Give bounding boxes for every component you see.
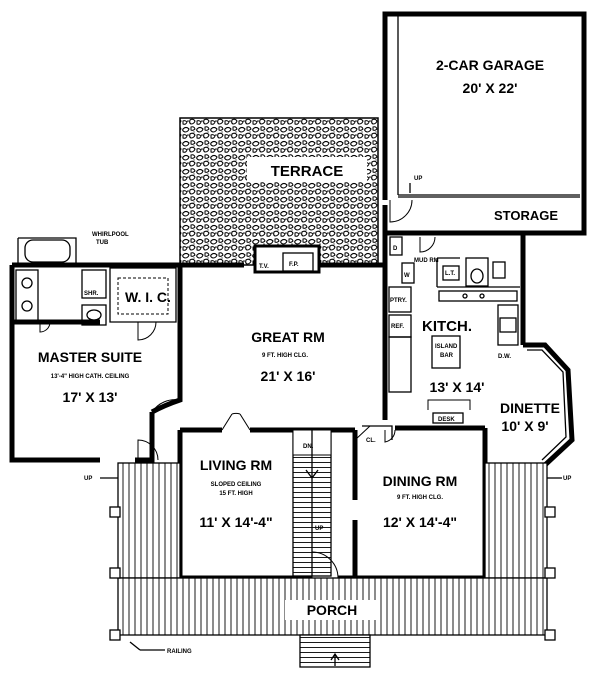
pantry-label: PTRY. — [390, 298, 407, 304]
kitchen-label: KITCH. — [422, 318, 472, 335]
desk-label: DESK — [438, 417, 455, 423]
closet-label: CL. — [366, 438, 376, 444]
whirlpool-tub-label: TUB — [96, 240, 109, 246]
living-room-note2: 15 FT. HIGH — [219, 491, 252, 497]
side-decks: UP UP — [84, 462, 571, 579]
great-room-label: GREAT RM — [251, 329, 325, 345]
dinette-label: DINETTE — [500, 400, 560, 416]
garage-up-label: UP — [414, 176, 422, 182]
porch: PORCH RAILING — [109, 506, 556, 668]
dining-room-size: 12' X 14'-4" — [383, 514, 457, 530]
dinette-size: 10' X 9' — [501, 418, 548, 434]
up-left-label: UP — [84, 476, 92, 482]
terrace-label: TERRACE — [271, 163, 344, 180]
whirlpool-label: WHIRLPOOL — [92, 232, 129, 238]
stairs-up-label: UP — [315, 526, 323, 532]
island-label-2: BAR — [440, 353, 454, 359]
tv-label: T.V. — [259, 264, 269, 270]
kitchen-size: 13' X 14' — [430, 379, 485, 395]
railing-label: RAILING — [167, 649, 192, 655]
wic-label: W. I. C. — [125, 289, 171, 305]
ref-label: REF. — [391, 324, 404, 330]
kitchen-area: D W MUD RM L.T. PTRY. REF. D.W. ISLAND B… — [382, 230, 526, 424]
great-room-note: 9 FT. HIGH CLG. — [262, 353, 308, 359]
laundry-tub-label: L.T. — [445, 271, 455, 277]
porch-label: PORCH — [307, 602, 358, 618]
garage-size: 20' X 22' — [463, 80, 518, 96]
garage: 2-CAR GARAGE 20' X 22' STORAGE UP — [382, 11, 587, 236]
mud-dryer-label: D — [393, 246, 398, 252]
living-room-size: 11' X 14'-4" — [199, 514, 272, 530]
up-right-label: UP — [563, 476, 571, 482]
garage-label: 2-CAR GARAGE — [436, 57, 544, 73]
fireplace-label: F.P. — [289, 262, 299, 268]
fireplace: T.V. F.P. — [180, 244, 385, 274]
mud-washer-label: W — [404, 273, 410, 279]
living-room: LIVING RM SLOPED CEILING 15 FT. HIGH 11'… — [199, 457, 272, 530]
front-wall — [180, 551, 485, 581]
storage-label: STORAGE — [494, 208, 558, 223]
dinette: DINETTE 10' X 9' — [485, 342, 575, 468]
master-suite: WHIRLPOOL TUB SHR. W. I. C. MASTER SUITE… — [9, 232, 183, 578]
dining-room-label: DINING RM — [383, 473, 458, 489]
living-room-label: LIVING RM — [200, 457, 272, 473]
island-label-1: ISLAND — [435, 344, 458, 350]
mud-room-label: MUD RM — [414, 258, 439, 264]
terrace: TERRACE — [179, 117, 379, 266]
great-room-size: 21' X 16' — [261, 368, 316, 384]
great-room: GREAT RM 9 FT. HIGH CLG. 21' X 16' — [251, 329, 325, 384]
living-room-note1: SLOPED CEILING — [211, 482, 262, 488]
master-note: 13'-4" HIGH CATH. CEILING — [51, 374, 130, 380]
dining-room: DINING RM 9 FT. HIGH CLG. 12' X 14'-4" — [383, 473, 458, 530]
dishwasher-label: D.W. — [498, 354, 511, 360]
master-label: MASTER SUITE — [38, 349, 142, 365]
dining-room-note: 9 FT. HIGH CLG. — [397, 495, 443, 501]
stairs-down-label: DN. — [303, 444, 314, 450]
shower-label: SHR. — [84, 291, 99, 297]
master-size: 17' X 13' — [63, 389, 118, 405]
